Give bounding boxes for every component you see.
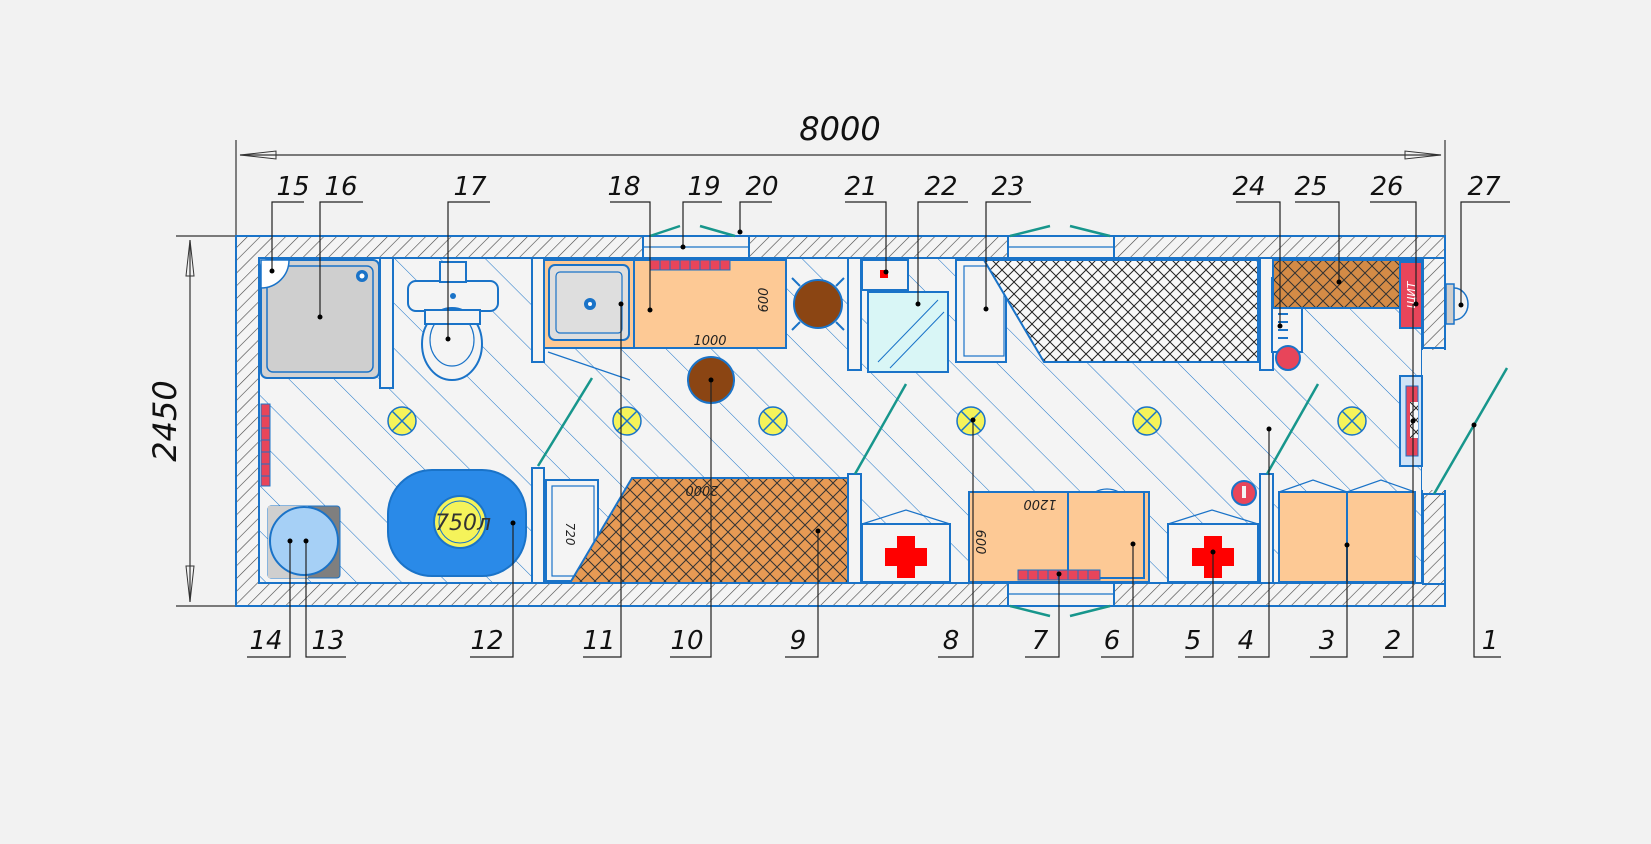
toilet: [407, 261, 499, 381]
water-tank: 750л: [387, 469, 527, 577]
callout-22: 22: [924, 172, 957, 202]
height-dimension: 2450: [146, 235, 236, 607]
callout-2: 2: [1385, 626, 1402, 656]
callout-10: 10: [670, 626, 703, 656]
callout-1: 1: [1482, 626, 1499, 656]
callout-18: 18: [607, 172, 640, 202]
callout-23: 23: [991, 172, 1024, 202]
dining-bench: 720 2000: [545, 477, 849, 584]
desk-length-label: 1200: [1023, 496, 1056, 511]
callout-4: 4: [1238, 626, 1255, 656]
sleeping-bench: [955, 259, 1259, 363]
callout-7: 7: [1032, 626, 1049, 656]
callout-26: 26: [1370, 172, 1403, 202]
height-label: 2450: [146, 380, 184, 461]
window-frames: [649, 224, 1111, 618]
callout-25: 25: [1294, 172, 1327, 202]
heaters: [687, 277, 845, 404]
tank-volume-label: 750л: [435, 511, 491, 536]
callout-11: 11: [582, 626, 615, 656]
radiator-top: [649, 259, 731, 271]
callout-16: 16: [324, 172, 357, 202]
callout-dots: [269, 229, 1477, 577]
kitchen-table: 1000 600: [633, 259, 787, 349]
callout-12: 12: [470, 626, 503, 656]
width-dimension: 8000: [235, 110, 1446, 236]
panel-label: ЩИТ: [1405, 280, 1418, 308]
callout-3: 3: [1319, 626, 1336, 656]
callout-9: 9: [790, 626, 807, 656]
socket: [1231, 480, 1257, 506]
bench-length-label: 2000: [685, 482, 718, 497]
width-label: 8000: [799, 110, 880, 148]
callout-17: 17: [453, 172, 487, 202]
bench-depth-label: 720: [563, 523, 577, 546]
table-length-label: 1000: [693, 334, 726, 349]
desk-depth-label: 600: [972, 530, 987, 555]
exterior-lamp: [1445, 283, 1469, 325]
callout-8: 8: [943, 626, 960, 656]
callout-24: 24: [1232, 172, 1265, 202]
callout-20: 20: [745, 172, 778, 202]
partitions: [379, 257, 1446, 585]
first-aid-cabinet-left: [861, 509, 951, 583]
door-swings: [536, 351, 1509, 495]
callout-5: 5: [1185, 626, 1202, 656]
callout-6: 6: [1104, 626, 1121, 656]
water-cabinet: [861, 259, 949, 373]
callout-27: 27: [1467, 172, 1501, 202]
callout-21: 21: [844, 172, 877, 202]
callout-19: 19: [687, 172, 720, 202]
storage-shelf: [1272, 259, 1424, 309]
office-desk: 1200 600: [968, 488, 1150, 583]
callout-15: 15: [276, 172, 309, 202]
radiator-left: [260, 403, 271, 487]
callout-14: 14: [249, 626, 282, 656]
callout-13: 13: [311, 626, 344, 656]
electrical-panel: ЩИТ: [1399, 261, 1423, 329]
kitchen-sink: [543, 259, 635, 349]
table-depth-label: 600: [757, 288, 772, 313]
